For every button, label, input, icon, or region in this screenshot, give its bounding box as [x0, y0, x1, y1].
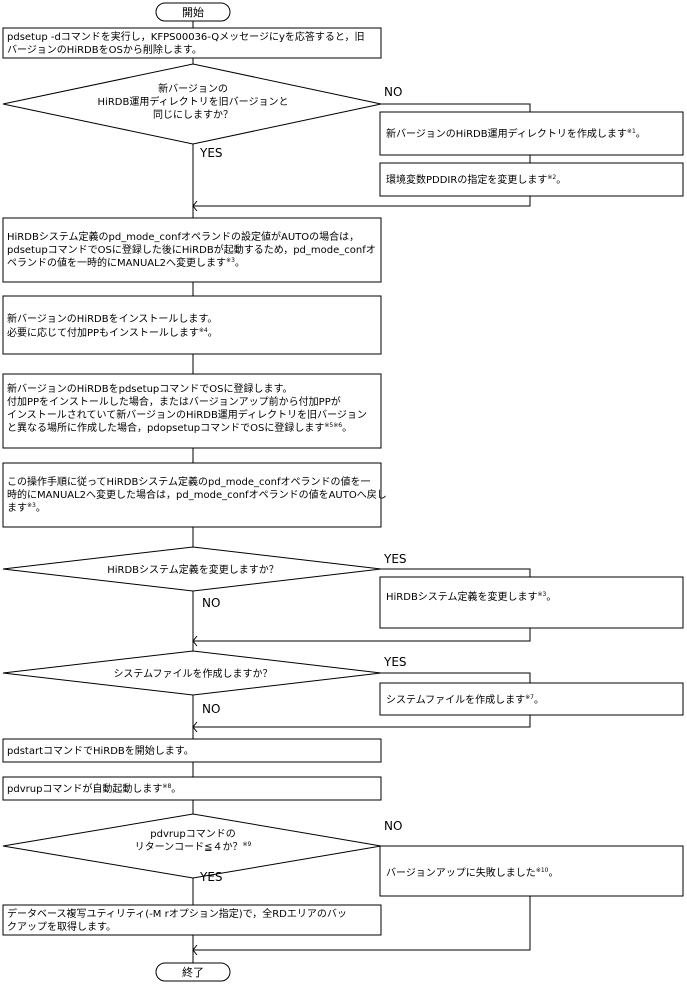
step-8-box: データベース複写ユティリティ(-M rオプション指定)で，全RDエリアのバッ ク…: [2, 904, 382, 936]
end-label: 終了: [182, 965, 204, 979]
decision-4-line-2: リターンコード≦４か？※9: [135, 841, 252, 853]
q2-merge-arrow: [192, 635, 198, 647]
decision-3-text: システムファイルを作成しますか？: [113, 668, 272, 680]
step-4-line-3: インストールされていて新バージョンのHiRDB運用ディレクトリを旧バージョン: [7, 408, 367, 421]
q2-merge-line: [193, 628, 531, 642]
q2-yes-line: [381, 568, 531, 577]
decision-1-yes-label: YES: [199, 146, 223, 160]
make-dir-box: 新バージョンのHiRDB運用ディレクトリを作成します※1。: [379, 111, 684, 156]
step-4-line-1: 新バージョンのHiRDBをpdsetupコマンドでOSに登録します。: [7, 382, 293, 395]
step-8-line-1: データベース複写ユティリティ(-M rオプション指定)で，全RDエリアのバッ: [7, 907, 347, 920]
q1-no-line: [381, 103, 531, 112]
decision-1-line-1: 新バージョンの: [158, 82, 228, 95]
decision-1-line-2: HiRDB運用ディレクトリを旧バージョンと: [98, 95, 289, 108]
decision-1-line-3: 同じにしますか？: [153, 109, 233, 121]
decision-2-yes-label: YES: [383, 552, 407, 566]
step-5-line-3: ます※3。: [7, 502, 46, 514]
decision-4-line-1: pdvrupコマンドの: [150, 829, 235, 840]
end-terminal: 終了: [155, 962, 231, 982]
q1-merge-line: [193, 196, 531, 207]
step-5-box: この操作手順に従ってHiRDBシステム定義のpd_mode_confオペランドの…: [2, 462, 387, 528]
step-1-box: pdsetup -dコマンドを実行し，KFPS00036-Qメッセージにyを応答…: [2, 27, 382, 59]
decision-4-yes-label: YES: [199, 870, 223, 884]
upgrade-failed-box: バージョンアップに失敗しました※10。: [379, 845, 684, 897]
step-5-line-1: この操作手順に従ってHiRDBシステム定義のpd_mode_confオペランドの…: [7, 475, 371, 488]
step-7-text: pdvrupコマンドが自動起動します※8。: [7, 782, 181, 795]
decision-4-no-label: NO: [384, 819, 402, 833]
q3-merge-arrow: [192, 721, 198, 733]
decision-1: 新バージョンの HiRDB運用ディレクトリを旧バージョンと 同じにしますか？: [2, 63, 382, 145]
step-8-line-2: クアップを取得します。: [7, 921, 116, 933]
decision-3-no-label: NO: [202, 702, 220, 716]
step-4-line-2: 付加PPをインストールした場合，またはバージョンアップ前から付加PPが: [7, 395, 341, 408]
step-3-box: 新バージョンのHiRDBをインストールします。 必要に応じて付加PPもインストー…: [2, 295, 382, 355]
decision-1-no-label: NO: [384, 85, 402, 99]
step-3-line-1: 新バージョンのHiRDBをインストールします。: [7, 312, 217, 325]
decision-3-yes-label: YES: [383, 655, 407, 669]
change-pddir-box: 環境変数PDDIRの指定を変更します※2。: [379, 162, 684, 197]
change-definition-box: HiRDBシステム定義を変更します※3。: [379, 576, 684, 629]
decision-2: HiRDBシステム定義を変更しますか？: [2, 546, 382, 592]
change-definition-text: HiRDBシステム定義を変更します※3。: [386, 590, 556, 603]
make-dir-text: 新バージョンのHiRDB運用ディレクトリを作成します※1。: [386, 127, 646, 140]
step-2-box: HiRDBシステム定義のpd_mode_confオペランドの設定値がAUTOの場…: [2, 217, 382, 283]
start-terminal: 開始: [155, 2, 231, 22]
step-1-line-2: バージョンのHiRDBをOSから削除します。: [7, 43, 202, 56]
step-4-line-4: と異なる場所に作成した場合，pdopsetupコマンドでOSに登録します※5※6…: [7, 421, 352, 434]
step-7-box: pdvrupコマンドが自動起動します※8。: [2, 776, 382, 801]
create-system-file-text: システムファイルを作成します※7。: [386, 694, 544, 706]
create-system-file-box: システムファイルを作成します※7。: [379, 682, 684, 716]
q1-merge-arrow: [192, 200, 198, 212]
step-4-box: 新バージョンのHiRDBをpdsetupコマンドでOSに登録します。 付加PPを…: [2, 373, 382, 449]
step-2-line-1: HiRDBシステム定義のpd_mode_confオペランドの設定値がAUTOの場…: [7, 230, 359, 243]
q3-yes-line: [381, 672, 531, 683]
decision-4: pdvrupコマンドの リターンコード≦４か？※9: [2, 813, 382, 879]
decision-2-text: HiRDBシステム定義を変更しますか？: [107, 563, 279, 576]
upgrade-failed-text: バージョンアップに失敗しました※10。: [386, 866, 558, 879]
step-5-line-2: 時的にMANUAL2へ変更した場合は，pd_mode_confオペランドの値をA…: [7, 488, 387, 501]
start-label: 開始: [182, 5, 204, 19]
step-2-line-3: ペランドの値を一時的にMANUAL2へ変更します※3。: [7, 256, 245, 269]
decision-2-no-label: NO: [202, 596, 220, 610]
change-pddir-text: 環境変数PDDIRの指定を変更します※2。: [386, 173, 566, 186]
decision-3: システムファイルを作成しますか？: [2, 650, 382, 696]
step-1-line-1: pdsetup -dコマンドを実行し，KFPS00036-Qメッセージにyを応答…: [7, 30, 364, 43]
q4-merge-arrow: [192, 944, 198, 956]
step-6-box: pdstartコマンドでHiRDBを開始します。: [2, 738, 382, 763]
q3-merge-line: [193, 715, 531, 728]
step-6-text: pdstartコマンドでHiRDBを開始します。: [7, 744, 194, 757]
step-2-line-2: pdsetupコマンドでOSに登録した後にHiRDBが起動するため，pd_mod…: [7, 243, 376, 256]
step-3-line-2: 必要に応じて付加PPもインストールします※4。: [7, 326, 218, 339]
